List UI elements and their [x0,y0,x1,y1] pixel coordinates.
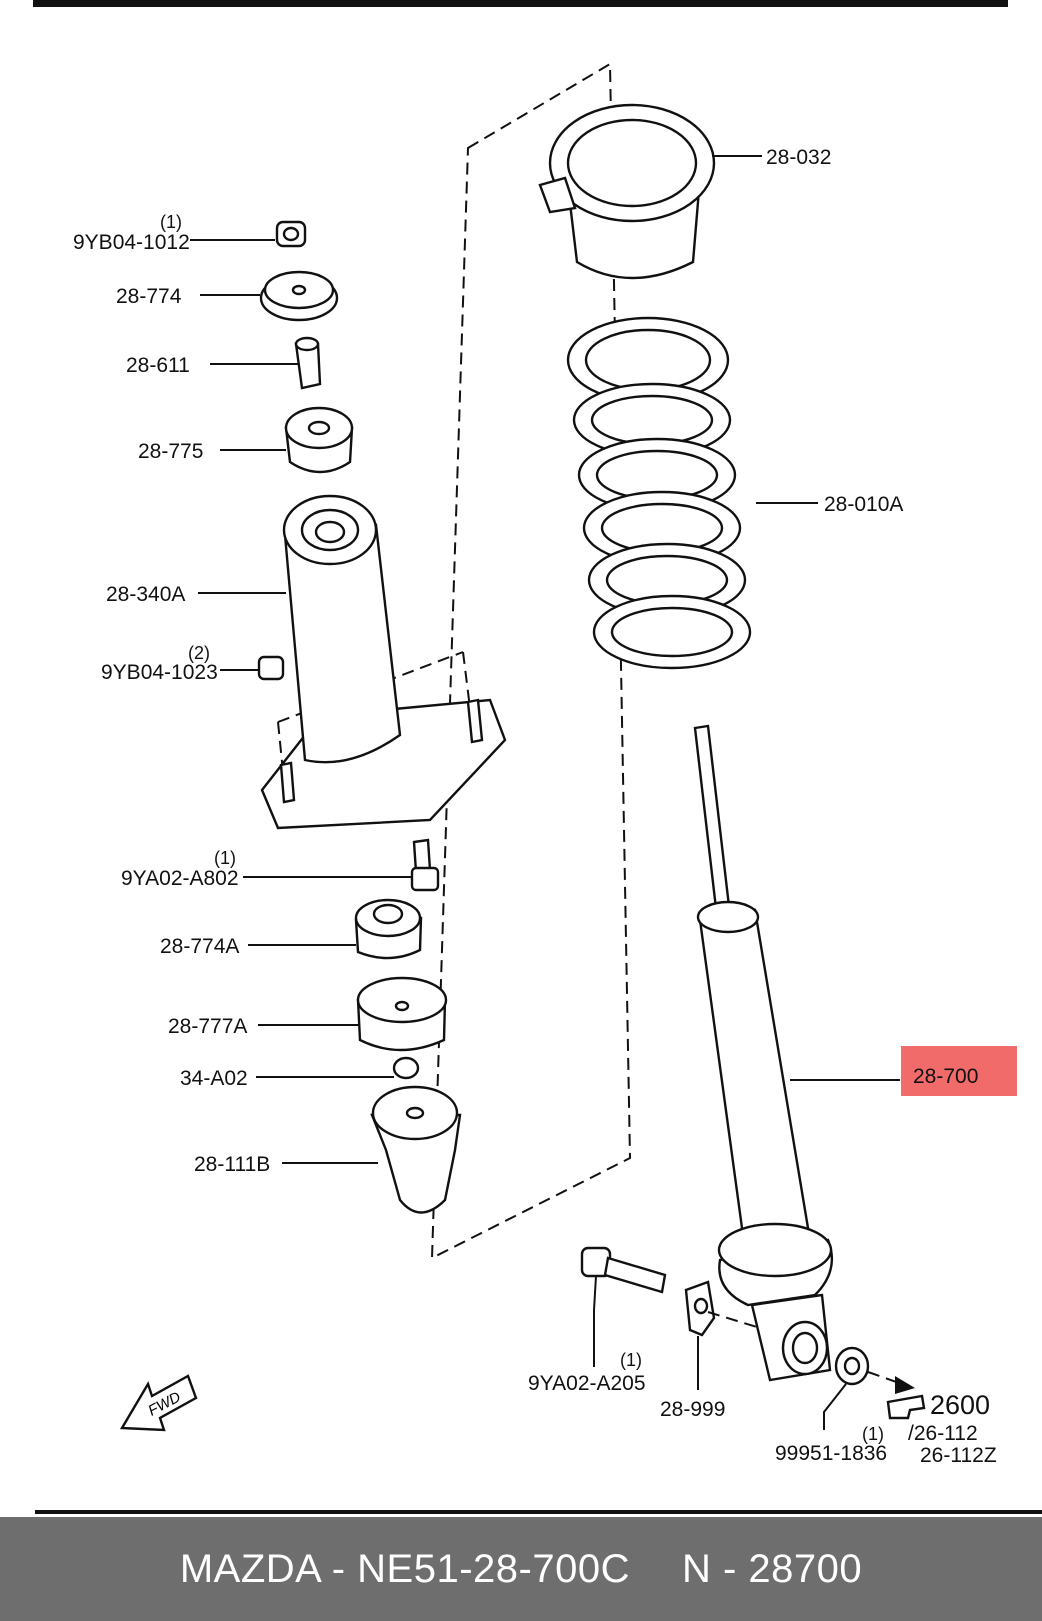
part-9ya02-a802-bolt[interactable] [410,838,440,892]
label-9ya02-a205: 9YA02-A205 [528,1372,646,1395]
part-28-775-rubber-mount[interactable] [284,406,354,474]
part-28-032-spring-seat[interactable] [538,103,716,280]
label-28-774a: 28-774A [160,935,239,958]
reference-26-112z: 26-112Z [920,1444,997,1467]
label-9ya02-a802: 9YA02-A802 [121,867,239,890]
part-28-774-washer[interactable] [259,270,339,322]
part-99951-1836-washer[interactable] [834,1346,870,1386]
label-9yb04-1023: 9YB04-1023 [101,661,218,684]
bracket-dashed-line [707,1311,761,1329]
label-28-111b: 28-111B [194,1153,270,1176]
reference-group-2600: 2600 [930,1390,990,1420]
part-28-111b-bump-stop[interactable] [370,1085,462,1214]
qty-99951-1836: (1) [862,1424,884,1444]
part-34-a02-washer[interactable] [392,1056,420,1080]
label-28-611: 28-611 [126,354,190,377]
qty-9ya02-a802: (1) [214,848,236,868]
assembly-dashed-outline [430,62,632,1260]
washer-arrow-head [895,1376,915,1394]
label-34-a02: 34-A02 [180,1067,248,1090]
label-28-340a: 28-340A [106,583,185,606]
mount-dashed-line-2 [462,651,471,709]
part-28-774a-bushing[interactable] [354,898,423,960]
reference-26-112: /26-112 [908,1422,978,1445]
top-border [33,0,1008,7]
qty-9ya02-a205: (1) [620,1350,642,1370]
label-28-010a: 28-010A [824,493,903,516]
part-28-611-collar[interactable] [294,336,322,390]
footer-brand-part-number: MAZDA - NE51-28-700C [179,1546,630,1591]
part-9yb04-1023-nut[interactable] [257,655,285,681]
part-28-340a-dust-boot[interactable] [260,494,507,830]
label-99951-1836: 99951-1836 [775,1442,887,1465]
part-9yb04-1012-nut[interactable] [275,220,307,248]
washer-dashed-arrow [867,1371,906,1386]
label-28-999: 28-999 [660,1398,725,1421]
label-28-775: 28-775 [138,440,203,463]
fwd-arrow-icon: FWD [119,1374,198,1432]
label-28-774: 28-774 [116,285,182,308]
highlight-box-28-700 [901,1046,1017,1096]
part-28-700-shock-absorber[interactable] [693,724,833,1382]
label-28-777a: 28-777A [168,1015,247,1038]
part-28-777a-rubber-cushion[interactable] [356,976,448,1052]
exploded-parts-diagram: FWD 28-032 (1) 9YB04-1012 28-774 28-611 … [33,0,1042,1514]
label-28-700: 28-700 [913,1065,978,1088]
pointing-hand-icon [886,1394,926,1420]
label-28-032: 28-032 [766,146,831,169]
footer-bar: MAZDA - NE51-28-700C N - 28700 [0,1517,1042,1621]
part-28-999-bracket[interactable] [684,1280,716,1337]
part-28-010a-coil-spring[interactable] [566,316,752,670]
qty-9yb04-1012: (1) [160,212,182,232]
footer-n-number: N - 28700 [681,1546,863,1591]
label-9yb04-1012: 9YB04-1012 [73,231,190,254]
qty-9yb04-1023: (2) [188,643,210,663]
